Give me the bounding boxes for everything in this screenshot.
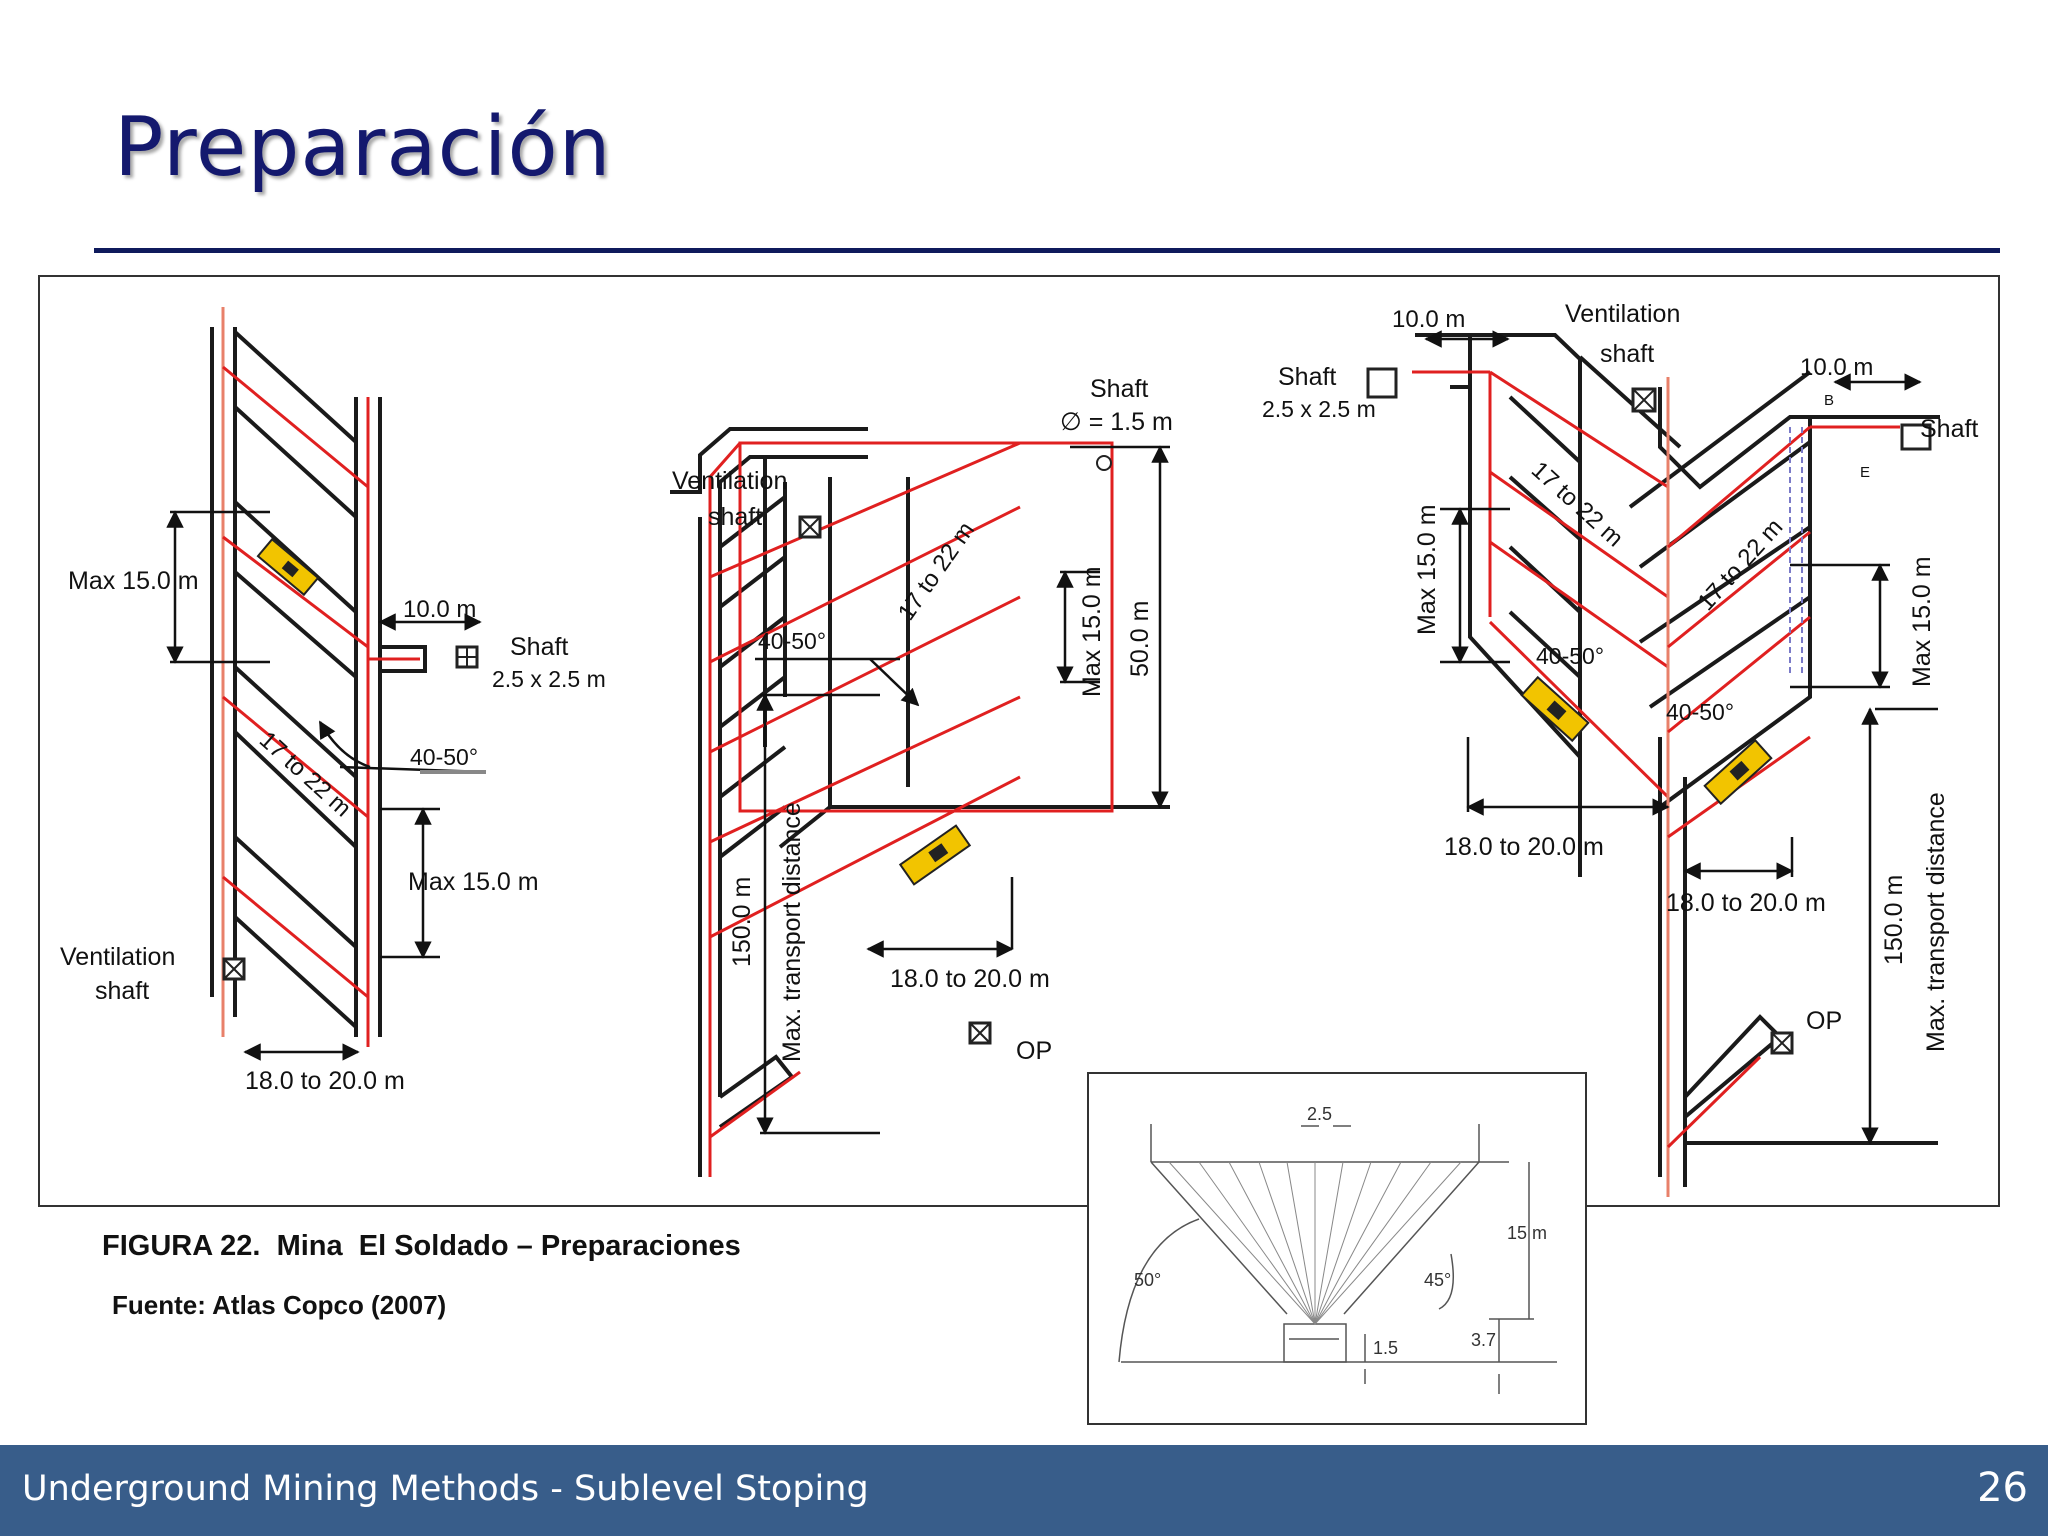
middle-vent-label-2: shaft xyxy=(708,503,762,531)
left-shaft-label: Shaft xyxy=(510,633,568,661)
shaft-icon xyxy=(1366,367,1398,399)
middle-width-label: 18.0 to 20.0 m xyxy=(890,965,1050,993)
right-transport-label: Max. transport distance xyxy=(1922,792,1950,1052)
middle-max15: Max 15.0 m xyxy=(1078,566,1106,697)
left-layout xyxy=(210,327,427,1037)
left-max15-top: Max 15.0 m xyxy=(68,567,199,595)
right-shaft-label-b: Shaft xyxy=(1920,415,1978,443)
inset-height: 15 m xyxy=(1507,1223,1547,1243)
middle-angle: 40-50° xyxy=(758,628,826,654)
middle-height50: 50.0 m xyxy=(1126,601,1154,677)
inset-angle-b: 45° xyxy=(1424,1270,1451,1290)
left-crosscut-length: 17 to 22 m xyxy=(254,726,356,822)
middle-op-label: OP xyxy=(1016,1037,1052,1065)
left-width-label: 18.0 to 20.0 m xyxy=(245,1067,405,1095)
right-shaft-size: 2.5 x 2.5 m xyxy=(1262,396,1376,422)
right-red-drifts xyxy=(1412,370,1900,1197)
drill-fan-inset: 2.5 15 m 50° 45° 1.5 3.7 xyxy=(1087,1072,1587,1425)
right-angle-a: 40-50° xyxy=(1536,643,1604,669)
figure-source: Fuente: Atlas Copco (2007) xyxy=(112,1290,447,1320)
inset-spacing: 2.5 xyxy=(1307,1104,1332,1124)
page-number: 26 xyxy=(1977,1465,2028,1511)
footer-bar: Underground Mining Methods - Sublevel St… xyxy=(0,1445,2048,1536)
middle-layout xyxy=(670,427,1170,1177)
figure-caption: FIGURA 22. Mina El Soldado – Preparacion… xyxy=(102,1230,741,1262)
right-crosscut-b: 17 to 22 m xyxy=(1692,514,1788,616)
right-max15-b: Max 15.0 m xyxy=(1908,556,1936,687)
right-dist10-b: 10.0 m xyxy=(1800,354,1873,381)
left-max15-bottom: Max 15.0 m xyxy=(408,868,539,896)
left-vent-label-1: Ventilation xyxy=(60,943,175,971)
middle-transport-length: 150.0 m xyxy=(728,877,756,967)
right-op-label: OP xyxy=(1806,1007,1842,1035)
title-divider xyxy=(94,248,2000,253)
right-e-label: E xyxy=(1860,464,1870,481)
middle-transport-label: Max. transport distance xyxy=(778,802,806,1062)
right-angle-b: 40-50° xyxy=(1666,699,1734,725)
middle-crosscut-length: 17 to 22 m xyxy=(893,517,980,625)
footer-title: Underground Mining Methods - Sublevel St… xyxy=(22,1469,869,1509)
right-vent-label-1: Ventilation xyxy=(1565,300,1680,328)
right-layout xyxy=(1415,333,1940,1187)
left-dist10: 10.0 m xyxy=(403,596,476,623)
inset-h-b: 3.7 xyxy=(1471,1330,1496,1350)
left-angle: 40-50° xyxy=(410,744,478,770)
shaft-icon xyxy=(1096,455,1112,471)
right-width-a: 18.0 to 20.0 m xyxy=(1444,833,1604,861)
right-max15-a: Max 15.0 m xyxy=(1413,504,1441,635)
right-width-b: 18.0 to 20.0 m xyxy=(1666,889,1826,917)
middle-red-drifts xyxy=(708,441,1114,1177)
right-dist10-a: 10.0 m xyxy=(1392,306,1465,333)
right-shaft-label-a: Shaft xyxy=(1278,363,1336,391)
middle-loader-icon xyxy=(898,824,972,886)
middle-shaft-diameter: ∅ = 1.5 m xyxy=(1060,408,1173,436)
middle-vent-label-1: Ventilation xyxy=(672,467,787,495)
slide-title: Preparación xyxy=(114,100,612,195)
inset-h-a: 1.5 xyxy=(1373,1338,1398,1358)
right-loader-icon-a xyxy=(1520,675,1590,743)
left-shaft-size: 2.5 x 2.5 m xyxy=(492,666,606,692)
middle-shaft-label: Shaft xyxy=(1090,375,1148,403)
right-blue-ladder xyxy=(1789,427,1803,677)
mine-layout-figure: Max 15.0 m 10.0 m Shaft 2.5 x 2.5 m 40-5… xyxy=(38,275,2000,1207)
inset-angle-a: 50° xyxy=(1134,1270,1161,1290)
left-red-drifts xyxy=(221,307,420,1047)
mine-layout-diagrams: Max 15.0 m 10.0 m Shaft 2.5 x 2.5 m 40-5… xyxy=(60,300,1978,1197)
right-vent-label-2: shaft xyxy=(1600,340,1654,368)
shaft-icon xyxy=(1900,423,1932,451)
drill-fan-diagram: 2.5 15 m 50° 45° 1.5 3.7 xyxy=(1118,1104,1557,1394)
left-vent-label-2: shaft xyxy=(95,977,149,1005)
loader-icon xyxy=(256,537,320,597)
right-loader-icon-b xyxy=(1703,738,1773,806)
right-b-label: B xyxy=(1824,392,1834,409)
right-transport-length: 150.0 m xyxy=(1880,875,1908,965)
